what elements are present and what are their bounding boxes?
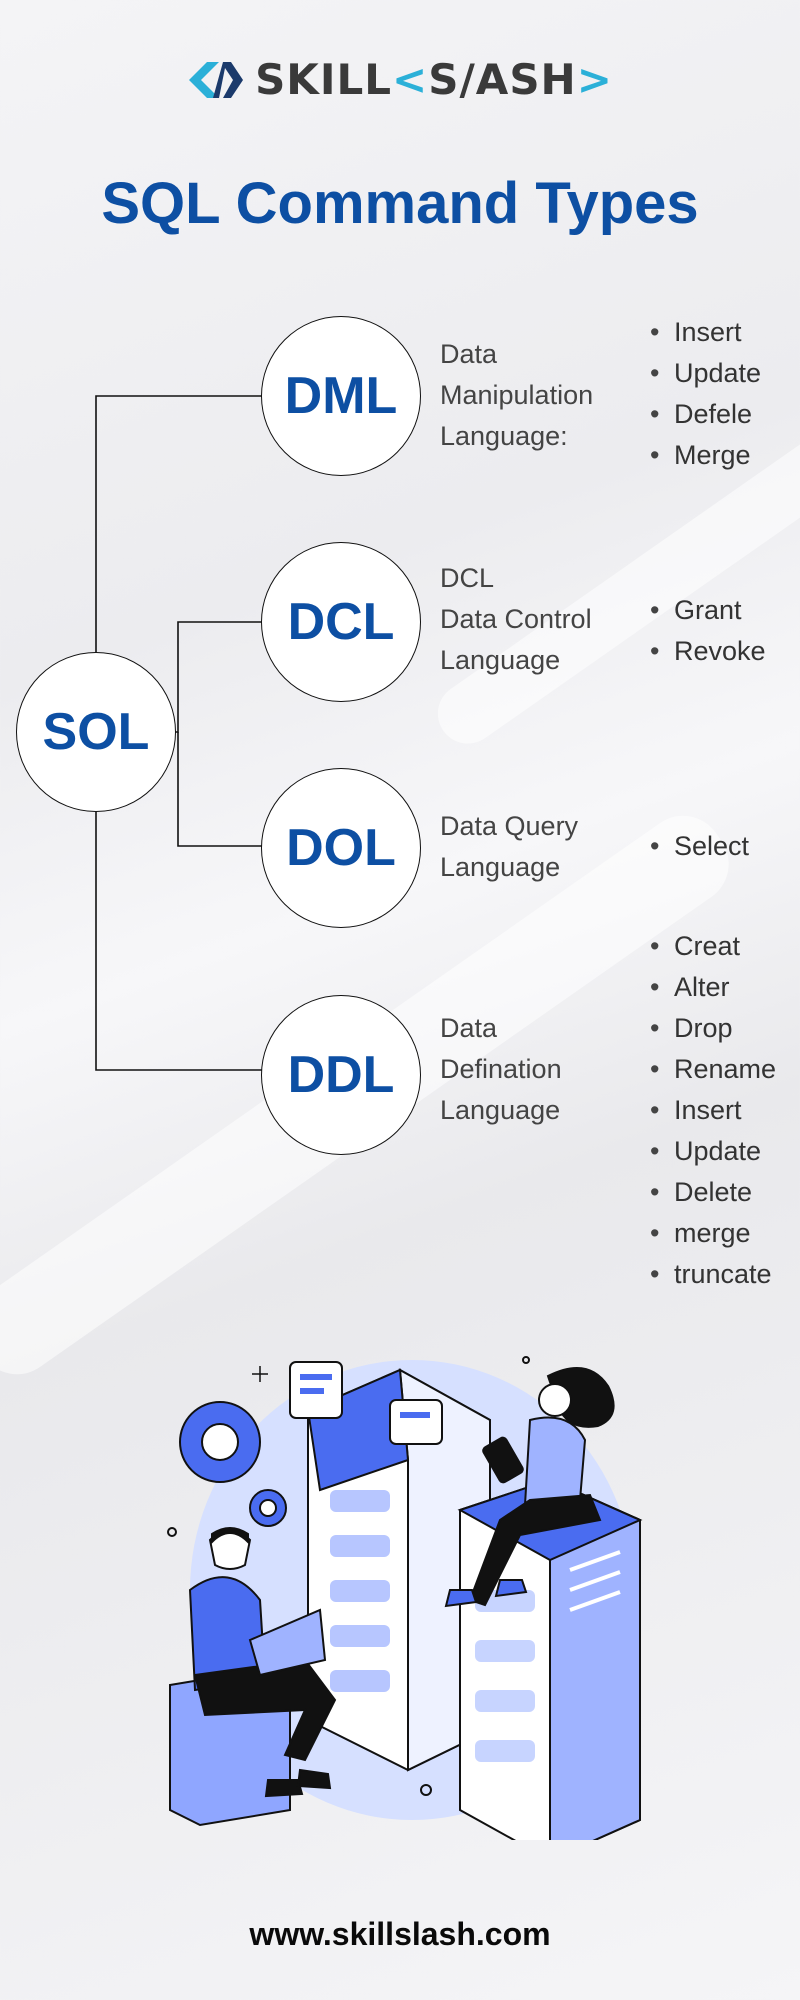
- list-item: Grant: [650, 590, 766, 631]
- command-list: Select: [650, 826, 749, 867]
- command-list: Grant Revoke: [650, 590, 766, 672]
- list-item: Merge: [650, 435, 761, 476]
- sparkle-icon: [252, 1366, 268, 1382]
- page-title: SQL Command Types: [101, 171, 699, 236]
- database-team-illustration: [167, 1356, 643, 1840]
- footer-url: www.skillslash.com: [249, 1916, 551, 1952]
- tree-connectors: [95, 395, 262, 1071]
- node-description: Data Query Language: [440, 811, 579, 882]
- node-dcl: DCL: [261, 542, 421, 702]
- list-item: Alter: [650, 967, 776, 1008]
- node-label: DCL: [287, 593, 395, 651]
- brand-logo: SKILL<S/ASH>: [0, 55, 800, 104]
- list-item: Drop: [650, 1008, 776, 1049]
- list-item: Insert: [650, 312, 761, 353]
- node-label: DDL: [287, 1046, 395, 1104]
- gear-icon: [179, 1401, 287, 1527]
- list-item: Insert: [650, 1090, 776, 1131]
- node-description: Data Defination Language: [440, 1013, 562, 1125]
- node-label: DML: [284, 367, 398, 425]
- node-label: DOL: [286, 819, 396, 877]
- list-item: Update: [650, 353, 761, 394]
- man-figure: [188, 1527, 337, 1798]
- list-item: Revoke: [650, 631, 766, 672]
- brand-wordmark: SKILL<S/ASH>: [255, 55, 613, 104]
- node-ddl: DDL: [261, 995, 421, 1155]
- list-item: Select: [650, 826, 749, 867]
- root-node-label: SOL: [42, 703, 150, 761]
- list-item: Creat: [650, 926, 776, 967]
- command-list: Creat Alter Drop Rename Insert Update De…: [650, 926, 776, 1295]
- list-item: Defele: [650, 394, 761, 435]
- list-item: Update: [650, 1131, 776, 1172]
- node-dml: DML: [261, 316, 421, 476]
- list-item: Rename: [650, 1049, 776, 1090]
- node-description: Data Manipulation Language:: [440, 339, 594, 451]
- command-list: Insert Update Defele Merge: [650, 312, 761, 476]
- node-dol: DOL: [261, 768, 421, 928]
- woman-figure: [444, 1367, 615, 1608]
- code-logo-icon: [189, 61, 244, 98]
- list-item: Delete: [650, 1172, 776, 1213]
- node-description: DCL Data Control Language: [440, 563, 592, 675]
- root-node-sql: SOL: [16, 652, 176, 812]
- list-item: truncate: [650, 1254, 776, 1295]
- list-item: merge: [650, 1213, 776, 1254]
